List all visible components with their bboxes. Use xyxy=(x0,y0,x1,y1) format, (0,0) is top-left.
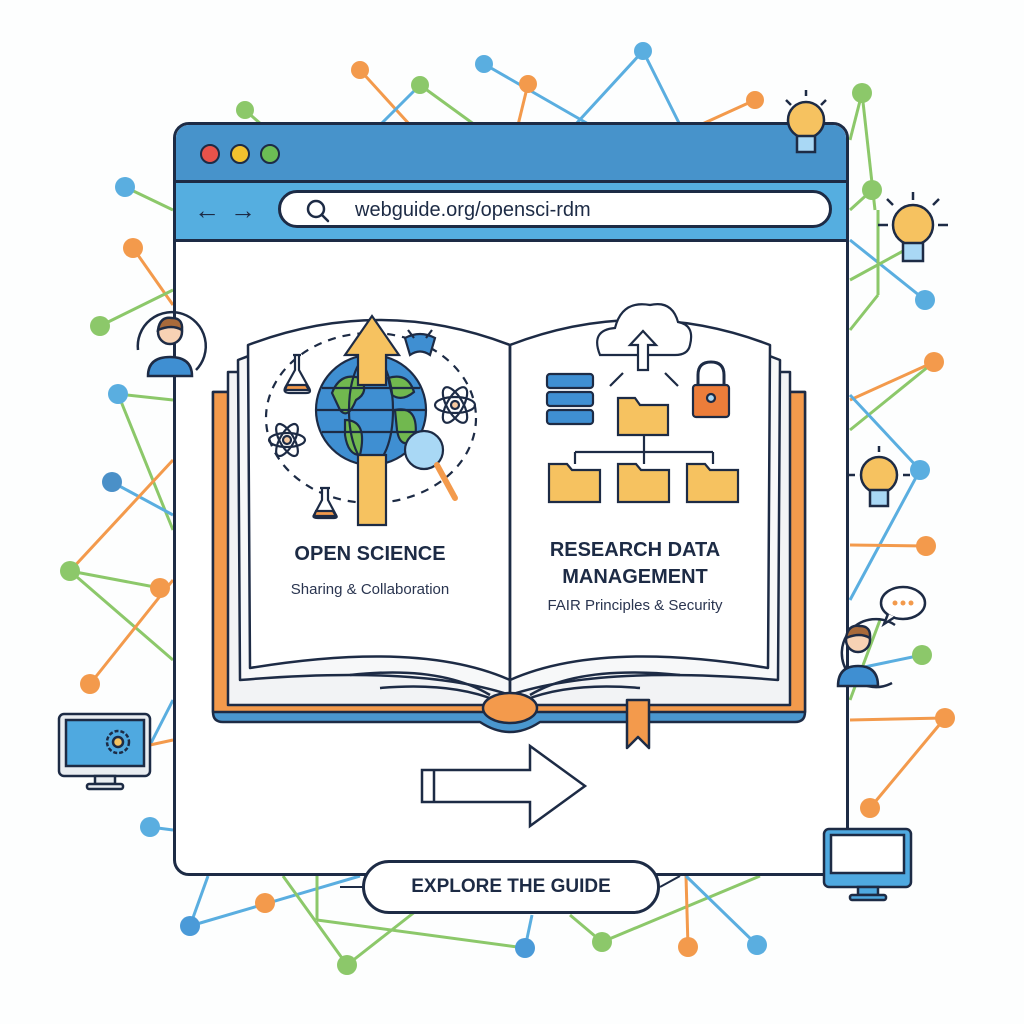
rdm-title-line1: RESEARCH DATA xyxy=(549,539,721,561)
window-maximize-button[interactable] xyxy=(260,144,280,164)
forward-button[interactable]: → xyxy=(230,195,256,225)
search-icon xyxy=(306,199,330,223)
url-input[interactable]: webguide.org/opensci-rdm xyxy=(278,190,832,228)
back-button[interactable]: ← xyxy=(194,195,220,225)
title-bar xyxy=(176,125,846,183)
rdm-subtitle: FAIR Principles & Security xyxy=(547,597,723,614)
rdm-title-line2: MANAGEMENT xyxy=(562,566,708,588)
open-science-subtitle: Sharing & Collaboration xyxy=(290,581,450,598)
url-text: webguide.org/opensci-rdm xyxy=(355,199,591,221)
explore-guide-button[interactable]: EXPLORE THE GUIDE xyxy=(362,860,660,914)
browser-window: ← → webguide.org/opensci-rdm xyxy=(173,122,849,876)
window-minimize-button[interactable] xyxy=(230,144,250,164)
rdm-title: RESEARCH DATA MANAGEMENT xyxy=(525,537,745,591)
address-bar-area: ← → webguide.org/opensci-rdm xyxy=(176,183,846,242)
open-science-title: OPEN SCIENCE xyxy=(294,543,446,565)
window-close-button[interactable] xyxy=(200,144,220,164)
